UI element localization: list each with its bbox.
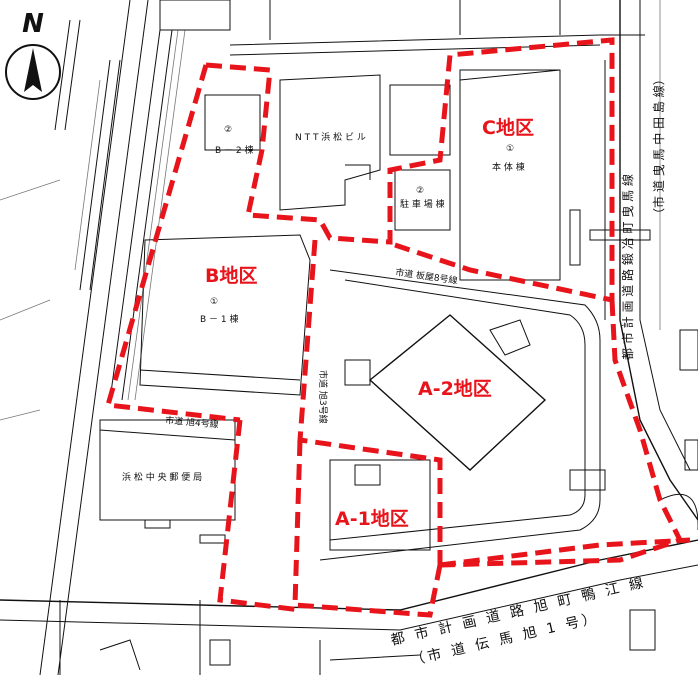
road-ekimae-sub-label: （市 道 曳 馬 中 田 島 線）: [651, 73, 666, 220]
north-compass: N: [5, 9, 61, 100]
b1-building-label: B － 1 棟: [200, 313, 238, 325]
a2-district-boundary: [297, 239, 443, 565]
a1-district-boundary: [292, 439, 691, 618]
district-b-label: B地区: [205, 264, 257, 287]
a2-east-boundary: [439, 299, 684, 568]
ntt-building-label: N T T 浜 松 ビ ル: [295, 131, 366, 143]
road-asahi-vertical-label: 市道 旭3号線: [317, 370, 329, 424]
post-office-label: 浜 松 中 央 郵 便 局: [122, 471, 202, 483]
b2-building-label: B － 2 棟: [215, 144, 253, 156]
b1-building-number: ①: [210, 297, 218, 307]
district-a1-label: A-1地区: [335, 507, 409, 530]
c-district-boundary: [205, 37, 615, 304]
district-a2-label: A-2地区: [418, 377, 492, 400]
parking-building-label: 駐 車 場 棟: [400, 198, 445, 210]
north-label: N: [22, 9, 44, 39]
district-c-label: C地区: [482, 116, 534, 139]
main-building-number: ①: [506, 144, 514, 154]
road-ekimae-label: 都 市 計 画 道 路 鍛 冶 町 曳 馬 線: [620, 174, 635, 360]
main-building-label: 本 体 棟: [492, 161, 525, 173]
post-district-boundary: [217, 419, 301, 613]
parking-building-number: ②: [416, 186, 424, 196]
b-district-boundary: [104, 64, 241, 423]
district-boundaries: [104, 37, 691, 618]
b2-building-number: ②: [224, 125, 232, 135]
